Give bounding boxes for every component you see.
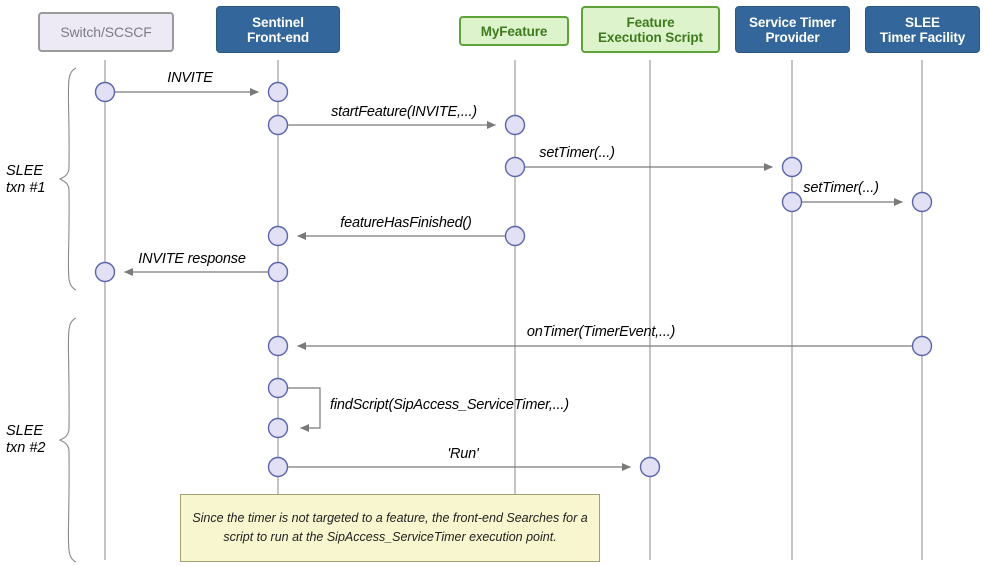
message-node-start-feature-target[interactable] (504, 114, 526, 136)
message-label-on-timer: onTimer(TimerEvent,...) (526, 324, 676, 340)
participant-feature-execution-script[interactable]: Feature Execution Script (581, 6, 720, 53)
message-node-invite-response-source[interactable] (267, 261, 289, 283)
transaction-label-txn1: SLEE txn #1 (6, 163, 46, 196)
transaction-label-txn2: SLEE txn #2 (6, 423, 46, 456)
participant-switch-scscf[interactable]: Switch/SCSCF (38, 12, 174, 52)
message-node-find-script-end[interactable] (267, 417, 289, 439)
participant-myfeature[interactable]: MyFeature (459, 16, 569, 46)
message-label-invite-response: INVITE response (138, 251, 246, 267)
note-front-end-search: Since the timer is not targeted to a fea… (180, 494, 600, 562)
message-node-on-timer-source[interactable] (911, 335, 933, 357)
message-label-feature-has-finished: featureHasFinished() (340, 215, 472, 231)
note-text: Since the timer is not targeted to a fea… (192, 511, 588, 544)
message-label-start-feature: startFeature(INVITE,...) (331, 104, 477, 120)
message-node-set-timer-2-source[interactable] (781, 191, 803, 213)
message-node-set-timer-2-target[interactable] (911, 191, 933, 213)
participant-slee-timer-facility[interactable]: SLEE Timer Facility (865, 6, 980, 53)
participant-sentinel-front-end[interactable]: Sentinel Front-end (216, 6, 340, 53)
transaction-brace-txn2 (58, 317, 77, 563)
message-node-set-timer-1-source[interactable] (504, 156, 526, 178)
message-label-invite: INVITE (167, 70, 213, 86)
message-node-on-timer-target[interactable] (267, 335, 289, 357)
message-label-run: 'Run' (447, 446, 479, 462)
message-label-find-script: findScript(SipAccess_ServiceTimer,...) (330, 397, 569, 413)
message-node-feature-finished-source[interactable] (504, 225, 526, 247)
message-node-set-timer-1-target[interactable] (781, 156, 803, 178)
transaction-brace-txn1 (58, 67, 77, 291)
message-node-run-target[interactable] (639, 456, 661, 478)
participant-service-timer-provider[interactable]: Service Timer Provider (735, 6, 850, 53)
message-node-find-script-start[interactable] (267, 377, 289, 399)
message-node-run-source[interactable] (267, 456, 289, 478)
message-node-invite-response-target[interactable] (94, 261, 116, 283)
message-label-set-timer-2: setTimer(...) (803, 180, 879, 196)
message-node-invite-source[interactable] (94, 81, 116, 103)
message-node-feature-finished-target[interactable] (267, 225, 289, 247)
message-node-start-feature-source[interactable] (267, 114, 289, 136)
message-node-invite-target[interactable] (267, 81, 289, 103)
message-label-set-timer-1: setTimer(...) (539, 145, 615, 161)
message-arrow-find-script[interactable] (287, 387, 321, 432)
